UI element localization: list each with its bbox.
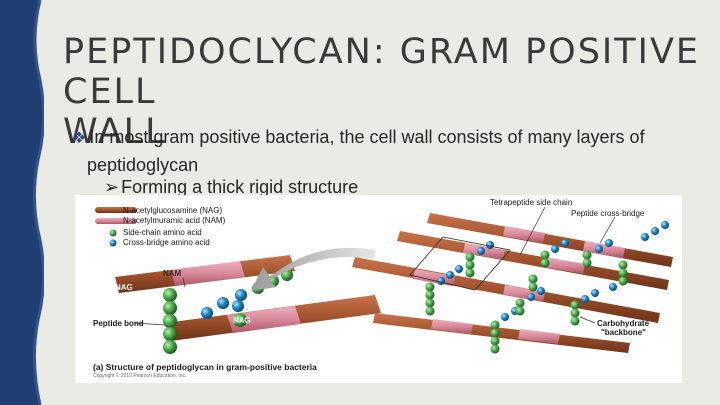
label-nag-right: NAG bbox=[233, 316, 251, 325]
peptidoglycan-figure: N-acetylglucosamine (NAG) N-acetylmurami… bbox=[75, 195, 682, 383]
arrow-bullet-icon: ➢ bbox=[104, 177, 120, 197]
title-line-1: PEPTIDOCLYCAN: GRAM POSITIVE CELL bbox=[63, 32, 701, 112]
diamond-bullet-icon: ❖ bbox=[72, 130, 87, 147]
label-carbohydrate: Carbohydrate bbox=[597, 319, 650, 328]
lattice-highlight-box bbox=[409, 236, 511, 291]
magnify-arrow-icon bbox=[251, 247, 375, 291]
bullet-1-line-2: peptidoglycan bbox=[87, 155, 199, 175]
magnified-rod-upper bbox=[115, 255, 295, 293]
label-backbone: "backbone" bbox=[601, 328, 646, 337]
legend-label-nam: N-acetylmuramic acid (NAM) bbox=[123, 216, 226, 225]
label-peptide-bond: Peptide bond bbox=[93, 319, 144, 328]
legend-cross-bridge-swatch bbox=[109, 239, 117, 247]
title-line-2: WALL bbox=[63, 112, 167, 152]
left-decorative-band bbox=[0, 0, 44, 405]
legend-nag-swatch bbox=[95, 207, 137, 213]
slide-title: PEPTIDOCLYCAN: GRAM POSITIVE CELL WALL bbox=[63, 32, 713, 152]
legend-nam-swatch bbox=[95, 218, 137, 224]
bullet-point-2: ➢Forming a thick rigid structure bbox=[104, 176, 358, 198]
label-nam: NAM bbox=[163, 269, 182, 278]
leader-lines bbox=[134, 206, 616, 326]
bullet-point-1: ❖In most gram positive bacteria, the cel… bbox=[72, 124, 717, 178]
legend-label-nag: N-acetylglucosamine (NAG) bbox=[123, 206, 223, 215]
figure-copyright: Copyright © 2010 Pearson Education, Inc. bbox=[93, 373, 187, 379]
legend-label-cross-bridge: Cross-bridge amino acid bbox=[123, 238, 210, 247]
bullet-2-text: Forming a thick rigid structure bbox=[121, 177, 359, 197]
lattice-peptide-chains bbox=[425, 221, 669, 354]
label-nag-left: NAG bbox=[115, 283, 133, 292]
peptidoglycan-diagram bbox=[95, 206, 673, 354]
label-peptide-cross-bridge: Peptide cross-bridge bbox=[571, 209, 645, 218]
legend-label-side-chain: Side-chain amino acid bbox=[123, 228, 202, 237]
legend-side-chain-swatch bbox=[109, 229, 117, 237]
label-tetrapeptide-side-chain: Tetrapeptide side chain bbox=[490, 198, 573, 207]
figure-caption: (a) Structure of peptidoglycan in gram-p… bbox=[93, 362, 317, 372]
magnified-rod-lower bbox=[165, 295, 381, 341]
bullet-1-line-1: In most gram positive bacteria, the cell… bbox=[89, 127, 645, 147]
